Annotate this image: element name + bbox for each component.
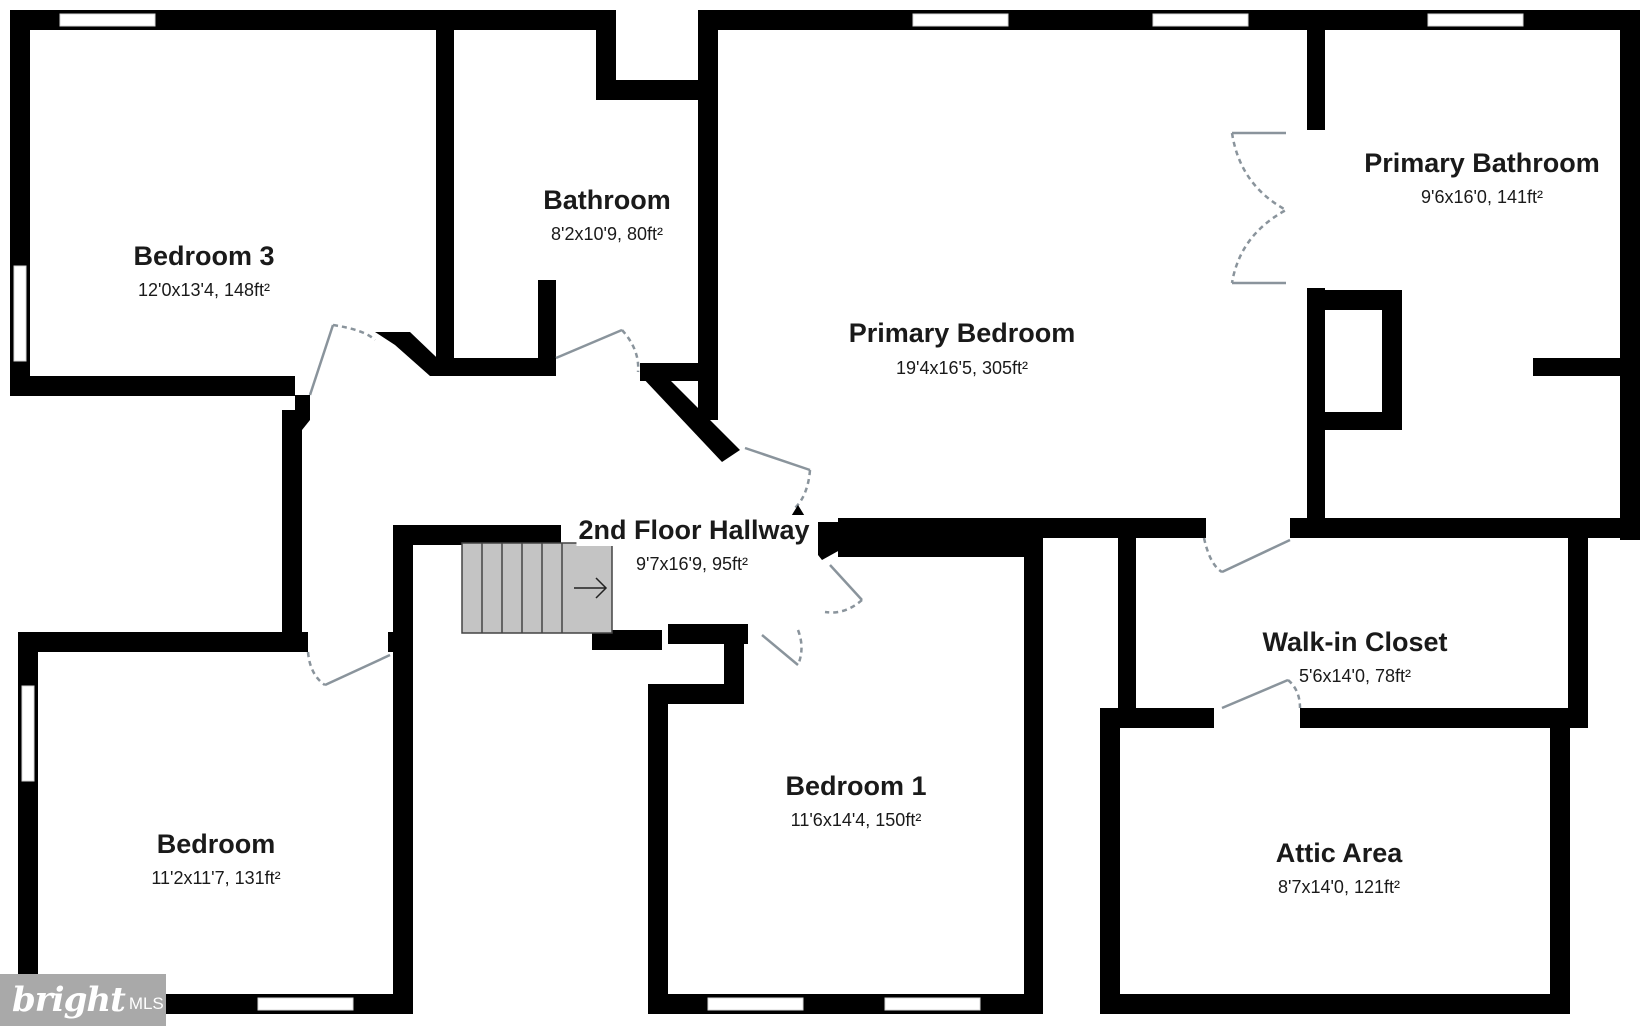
wall (375, 332, 456, 376)
wall (1300, 708, 1588, 728)
wall (10, 10, 616, 30)
wall (1307, 290, 1402, 310)
room-name-hallway: 2nd Floor Hallway (576, 515, 812, 546)
door-swing (796, 629, 803, 666)
wall (818, 522, 840, 560)
wall (436, 358, 556, 376)
room-dims-bathroom: 8'2x10'9, 80ft² (551, 224, 663, 244)
room-name-primary-bathroom: Primary Bathroom (1364, 148, 1600, 178)
wall (1100, 994, 1570, 1014)
wall (393, 525, 413, 1014)
door-swing (794, 469, 812, 509)
wall (10, 376, 295, 396)
door-leaf (324, 653, 391, 687)
room-dims-primary-bedroom: 19'4x16'5, 305ft² (896, 358, 1028, 378)
room-dims-attic: 8'7x14'0, 121ft² (1278, 877, 1400, 897)
wall (640, 375, 740, 462)
window (59, 13, 156, 27)
room-dims-hallway: 9'7x16'9, 95ft² (636, 554, 748, 574)
window (257, 997, 354, 1011)
wall (698, 10, 718, 420)
wall (838, 518, 1206, 538)
door-leaf (829, 564, 863, 601)
wall (1307, 288, 1325, 520)
room-name-bedroom: Bedroom (156, 829, 276, 859)
door-leaf (1221, 678, 1289, 710)
wall (648, 684, 668, 1014)
logo-subtext: MLS (128, 994, 164, 1013)
door-swing (1230, 132, 1289, 284)
room-dims-bedroom-3: 12'0x13'4, 148ft² (138, 280, 270, 300)
wall (648, 994, 1043, 1014)
window (21, 685, 35, 782)
logo-wordmark: bright (12, 980, 126, 1020)
wall (790, 505, 806, 518)
door-leaf (761, 634, 799, 666)
wall (1100, 708, 1120, 1014)
wall (1024, 540, 1043, 1014)
walls (10, 10, 1640, 1014)
wall (436, 20, 454, 375)
window (884, 997, 981, 1011)
door-leaf (308, 324, 335, 396)
wall (648, 684, 744, 704)
door-leaf (744, 446, 811, 472)
room-dims-walkin-closet: 5'6x14'0, 78ft² (1299, 666, 1411, 686)
wall (388, 632, 398, 652)
wall (1568, 535, 1588, 725)
room-dims-bedroom-1: 11'6x14'4, 150ft² (790, 810, 922, 830)
wall (592, 630, 662, 650)
door-swing (1287, 679, 1302, 709)
door-swing (621, 329, 640, 373)
door-swing (332, 323, 376, 341)
wall (596, 80, 703, 100)
wall (18, 632, 308, 652)
window (1427, 13, 1524, 27)
wall (596, 10, 616, 100)
wall (838, 537, 1043, 557)
doors (306, 131, 1302, 710)
wall (1307, 412, 1402, 430)
window (912, 13, 1009, 27)
wall (1118, 535, 1136, 715)
wall (1382, 290, 1402, 430)
wall (1307, 10, 1325, 130)
room-name-primary-bedroom: Primary Bedroom (848, 318, 1076, 348)
room-dims-primary-bathroom: 9'6x16'0, 141ft² (1421, 187, 1543, 207)
room-name-attic: Attic Area (1275, 838, 1403, 868)
door-swing (1202, 537, 1223, 574)
bright-mls-logo: bright MLS (0, 974, 166, 1026)
wall (1620, 10, 1640, 540)
room-name-bedroom-3: Bedroom 3 (133, 241, 275, 271)
wall (1550, 708, 1570, 1014)
wall (393, 525, 561, 545)
wall (1533, 358, 1633, 376)
stairs (461, 542, 613, 634)
wall (1290, 518, 1640, 538)
door-swing (824, 599, 863, 614)
window (707, 997, 804, 1011)
wall (538, 280, 556, 376)
door-swing (306, 651, 326, 687)
room-dims-bedroom: 11'2x11'7, 131ft² (151, 868, 281, 888)
room-name-bathroom: Bathroom (543, 185, 671, 215)
window (1152, 13, 1249, 27)
door-leaf (555, 328, 623, 360)
door-leaf (1221, 538, 1291, 574)
room-name-walkin-closet: Walk-in Closet (1262, 627, 1448, 657)
room-name-bedroom-1: Bedroom 1 (785, 771, 927, 801)
windows (13, 13, 1524, 1011)
wall (1100, 708, 1214, 728)
window (13, 265, 27, 362)
wall (282, 410, 302, 635)
